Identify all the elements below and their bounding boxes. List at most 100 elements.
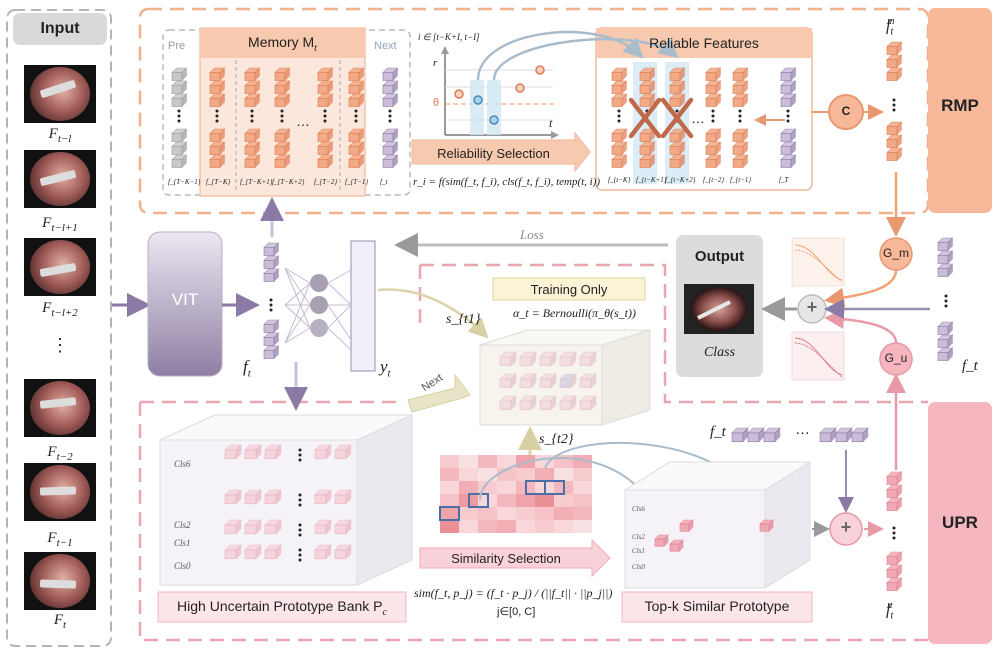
feature-cube (579, 373, 597, 389)
endoscope-view (30, 554, 90, 608)
feature-cube (705, 93, 722, 108)
feature-cube (317, 141, 334, 156)
feature-cube (669, 154, 686, 169)
ellipsis-dot (711, 119, 715, 123)
feature-cube (886, 147, 903, 162)
plot-point (454, 89, 464, 99)
heatmap-cell (440, 468, 459, 481)
plus-upr: + (840, 517, 852, 537)
input-frame (24, 379, 96, 437)
feature-cube (639, 67, 656, 82)
frame-label: Ft (53, 612, 67, 631)
concat-node (812, 94, 906, 237)
loss-label: Loss (520, 227, 544, 242)
heatmap-cell (516, 520, 535, 533)
feature-cube (669, 128, 686, 143)
ellipsis-dot (892, 103, 896, 107)
feature-cube (264, 544, 282, 560)
heatmap-cell (478, 468, 497, 481)
feature-cube (611, 141, 628, 156)
feature-cube (334, 444, 352, 460)
ellipsis-dot (944, 304, 948, 308)
feature-cube (731, 427, 749, 443)
feature-cube (334, 489, 352, 505)
feature-cube (244, 80, 261, 95)
instrument (39, 486, 77, 496)
feature-cube (314, 519, 332, 535)
heatmap-cell (440, 494, 459, 507)
heatmap-cell (554, 507, 573, 520)
feature-cube (937, 237, 954, 252)
plot-point (489, 115, 499, 125)
fusion (761, 237, 930, 470)
ellipsis-dot (250, 119, 254, 123)
feature-cube (669, 141, 686, 156)
feature-cube (264, 489, 282, 505)
feature-cube (732, 154, 749, 169)
feature-cube (559, 351, 577, 367)
concat-label: C (841, 104, 851, 118)
feature-cube (348, 141, 365, 156)
feature-cube (244, 519, 262, 535)
fc-lines (284, 267, 352, 351)
memory-col-label: f_{T−K+2} (272, 178, 305, 186)
ellipsis-dot (738, 109, 742, 113)
feature-cube (244, 154, 261, 169)
feature-cube (317, 154, 334, 169)
prototype-bank (157, 414, 413, 623)
uncertainty-curves (791, 237, 845, 381)
feature-cube (539, 351, 557, 367)
feature-cube (611, 128, 628, 143)
feature-cube (499, 373, 517, 389)
ellipsis-dot (298, 498, 302, 502)
bank-class-label: Cls2 (174, 520, 191, 530)
axis-t-label: t (549, 116, 553, 130)
topk-class-label: Cls0 (632, 563, 645, 571)
feature-cube (224, 544, 242, 560)
feature-cube (639, 154, 656, 169)
reliability-formula: r_i = f(sim(f_t, f_i), cls(f_t, f_i), te… (413, 176, 601, 188)
reliable-col-label: f_{t−1} (730, 176, 752, 184)
feature-cube (274, 141, 291, 156)
feature-cube (263, 268, 280, 283)
ellipsis-dot (250, 114, 254, 118)
similarity-selection-arrow (419, 538, 611, 578)
feature-cube (314, 544, 332, 560)
reliable-ellipsis: … (691, 110, 705, 126)
heatmap-cell (554, 494, 573, 507)
ellipsis-dot (388, 109, 392, 113)
similarity-selection-label: Similarity Selection (451, 551, 561, 566)
feature-cube (244, 128, 261, 143)
input-frame (24, 150, 96, 208)
ellipsis-dot (280, 109, 284, 113)
ellipsis-dot (215, 114, 219, 118)
feature-cube (348, 154, 365, 169)
axis-top-label: i ∈ [t−K+I, t−I] (418, 32, 480, 42)
feature-cube (886, 41, 903, 56)
feature-cube (274, 80, 291, 95)
feature-cube (886, 471, 903, 486)
bank-class-label: Cls1 (174, 538, 191, 548)
ellipsis-dot (738, 119, 742, 123)
frame-label: Ft−l+1 (42, 215, 78, 234)
feature-cube (317, 93, 334, 108)
rmp-region (138, 7, 992, 215)
feature-cube (382, 93, 399, 108)
st2-label: s_{t2} (539, 432, 574, 447)
feature-cube (244, 67, 261, 82)
ellipsis-dot (298, 458, 302, 462)
ellipsis-dot (298, 533, 302, 537)
ellipsis-dot (892, 531, 896, 535)
pre-label: Pre (168, 40, 186, 52)
feature-cube (539, 373, 557, 389)
plus-output: + (806, 297, 818, 317)
feature-cube (705, 141, 722, 156)
ellipsis-dot (323, 114, 327, 118)
feature-cube (732, 80, 749, 95)
reliable-col-label: f_{t−K} (608, 176, 631, 184)
ftu-label: ftu (886, 600, 894, 622)
heatmap-cell (478, 520, 497, 533)
feature-cube (937, 334, 954, 349)
ellipsis-dot (675, 109, 679, 113)
ellipsis-dot (354, 119, 358, 123)
